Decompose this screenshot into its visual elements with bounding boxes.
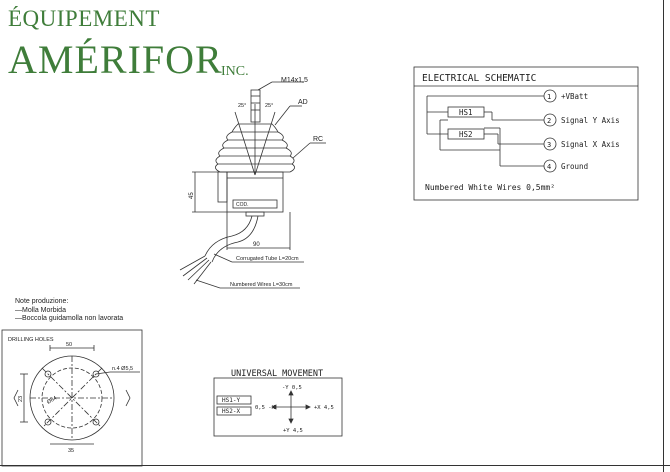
production-note: —Boccola guidamolla non lavorata <box>15 315 124 322</box>
pin-label-signal-x: Signal X Axis <box>561 140 620 149</box>
schematic-title: ELECTRICAL SCHEMATIC <box>422 73 536 84</box>
movement-title: UNIVERSAL MOVEMENT <box>231 369 323 379</box>
hs2-x-label: HS2-X <box>222 408 240 415</box>
brand-name: AMÉRIFOR <box>8 37 223 82</box>
angle-left-label: 25° <box>238 103 246 109</box>
pos-x-label: +X 4,5 <box>314 405 334 411</box>
production-notes-title: Note produzione: <box>15 298 69 305</box>
pin-circle-1 <box>543 89 557 103</box>
height-dimension: 45 <box>189 192 195 199</box>
drill-bottom-dimension: 35 <box>68 448 74 454</box>
drill-left-dimension: 23 <box>18 396 24 402</box>
hs2-label: HS2 <box>459 130 473 139</box>
pin-circle-4 <box>543 159 557 173</box>
drilling-holes-box <box>1 329 143 467</box>
pos-y-label: +Y 4,5 <box>283 428 303 434</box>
frame-bottom-edge <box>0 465 670 466</box>
drill-holes-spec: n.4 Ø5,5 <box>112 366 133 372</box>
hs1-y-tag <box>216 395 252 405</box>
rc-label: RC <box>313 136 323 143</box>
pin-number-1: 1 <box>547 93 551 101</box>
part-code-label: COD. <box>236 202 249 208</box>
pin-label-ground: Ground <box>561 162 588 171</box>
angle-right-label: 25° <box>265 103 273 109</box>
mounting-holes <box>44 370 100 426</box>
drill-diameter: Ø84 <box>46 395 58 405</box>
electrical-schematic-box <box>413 66 639 201</box>
universal-movement-box <box>213 377 343 437</box>
brand-suffix: INC. <box>221 64 249 79</box>
width-dimension: 90 <box>253 242 260 248</box>
brand-line1: ÉQUIPEMENT <box>8 6 160 31</box>
joystick-shaft <box>250 89 261 123</box>
neg-x-label: 0,5 -X <box>255 405 276 411</box>
corrugated-tube-label: Corrugated Tube L=20cm <box>236 256 299 262</box>
pin-label-vbatt: +VBatt <box>561 92 588 101</box>
ad-label: AD <box>298 99 308 106</box>
hs1-label: HS1 <box>459 108 473 117</box>
thread-label: M14x1,5 <box>281 77 308 84</box>
production-note: —Molla Morbida <box>15 307 66 314</box>
angle-limit-left <box>234 111 256 176</box>
neg-y-label: -Y 0,5 <box>282 385 302 391</box>
pin-number-4: 4 <box>547 163 551 171</box>
pin-label-signal-y: Signal Y Axis <box>561 116 620 125</box>
frame-right-edge <box>663 0 664 472</box>
numbered-wires-label: Numbered Wires L=30cm <box>230 282 293 288</box>
pin-number-3: 3 <box>547 141 551 149</box>
angle-limit-right <box>254 111 276 176</box>
pin-circle-2 <box>543 113 557 127</box>
drilling-holes-title: DRILLING HOLES <box>8 337 54 343</box>
hs2-x-tag <box>216 406 252 416</box>
pin-number-2: 2 <box>547 117 551 125</box>
corrugated-tube <box>204 215 253 257</box>
pin-circle-3 <box>543 137 557 151</box>
drill-top-dimension: 50 <box>66 342 72 348</box>
hs1-y-label: HS1-Y <box>222 397 240 404</box>
part-code-plate <box>232 199 278 209</box>
wires-footnote: Numbered White Wires 0,5mm² <box>425 183 555 192</box>
